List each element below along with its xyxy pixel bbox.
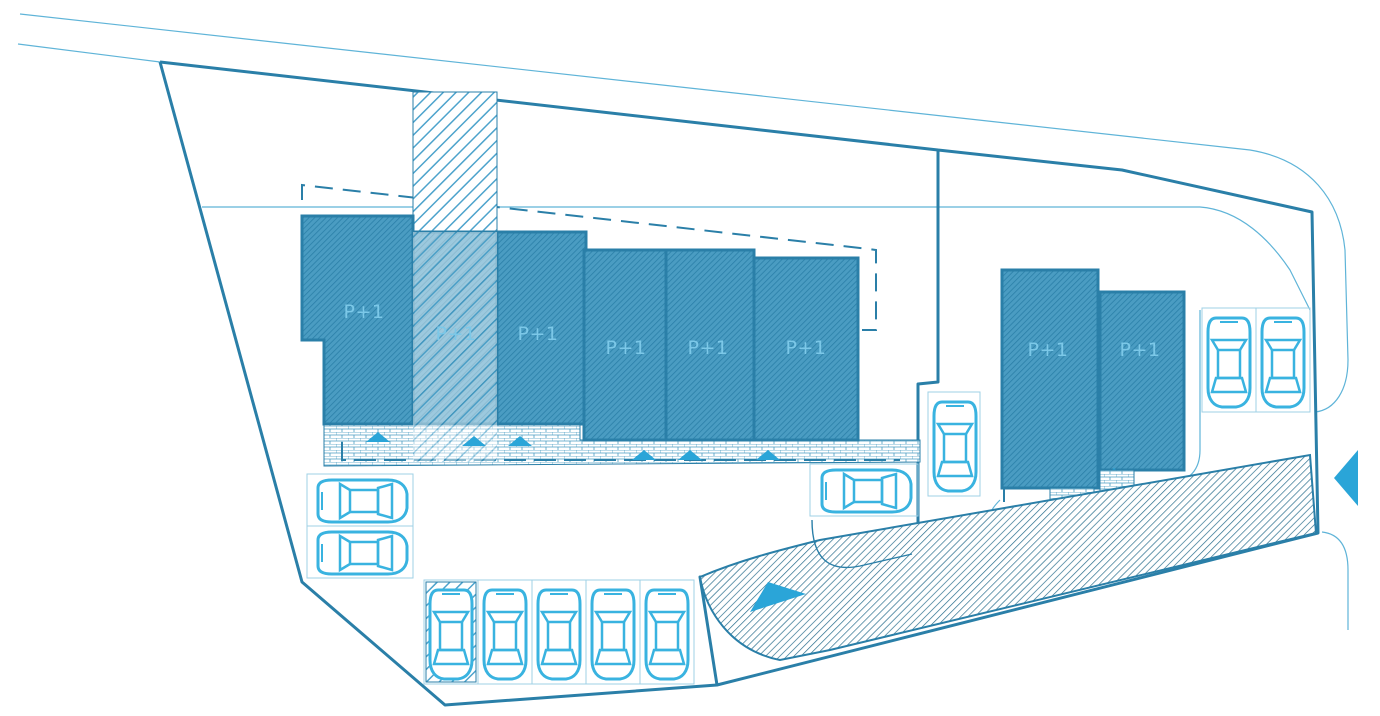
building-labels: P+1 P+1 P+1 P+1 P+1 P+1 P+1 P+1 bbox=[344, 301, 1161, 361]
access-strip-overlay bbox=[413, 232, 497, 462]
car-icon bbox=[590, 588, 636, 681]
building-7 bbox=[1000, 268, 1100, 490]
building-label-7: P+1 bbox=[1028, 339, 1069, 361]
building-label-4: P+1 bbox=[606, 337, 647, 359]
building-5 bbox=[664, 248, 756, 442]
triangle-icon bbox=[756, 450, 780, 460]
triangle-icon bbox=[678, 450, 702, 460]
car-icon bbox=[644, 588, 690, 681]
car-icon bbox=[536, 588, 582, 681]
dashed-outline bbox=[301, 183, 877, 331]
building-6 bbox=[752, 256, 860, 442]
arrow-icon bbox=[750, 582, 806, 612]
car-icon bbox=[482, 588, 528, 681]
arrow-icon bbox=[1334, 450, 1358, 506]
car-icon bbox=[1206, 316, 1252, 409]
car-icon bbox=[1260, 316, 1306, 409]
car-icon bbox=[428, 588, 474, 681]
parking-bays bbox=[306, 307, 1311, 685]
car-icon bbox=[932, 400, 978, 493]
walkway-edge bbox=[341, 442, 900, 461]
building-label-3: P+1 bbox=[518, 323, 559, 345]
triangle-icon bbox=[366, 432, 390, 442]
triangle-icon bbox=[632, 450, 656, 460]
driveway bbox=[698, 453, 1318, 662]
triangle-icon bbox=[508, 436, 532, 446]
triangle-icon bbox=[462, 436, 486, 446]
car-icon bbox=[820, 468, 913, 514]
building-label-1: P+1 bbox=[344, 301, 385, 323]
building-label-5: P+1 bbox=[688, 337, 729, 359]
building-label-8: P+1 bbox=[1120, 339, 1161, 361]
building-label-2: P+1 bbox=[436, 323, 477, 345]
curb bbox=[811, 519, 913, 569]
car-icon bbox=[316, 530, 409, 576]
car-icon bbox=[316, 478, 409, 524]
building-4 bbox=[582, 248, 670, 442]
building-label-6: P+1 bbox=[786, 337, 827, 359]
building-1 bbox=[300, 214, 415, 426]
building-8 bbox=[1098, 290, 1186, 472]
